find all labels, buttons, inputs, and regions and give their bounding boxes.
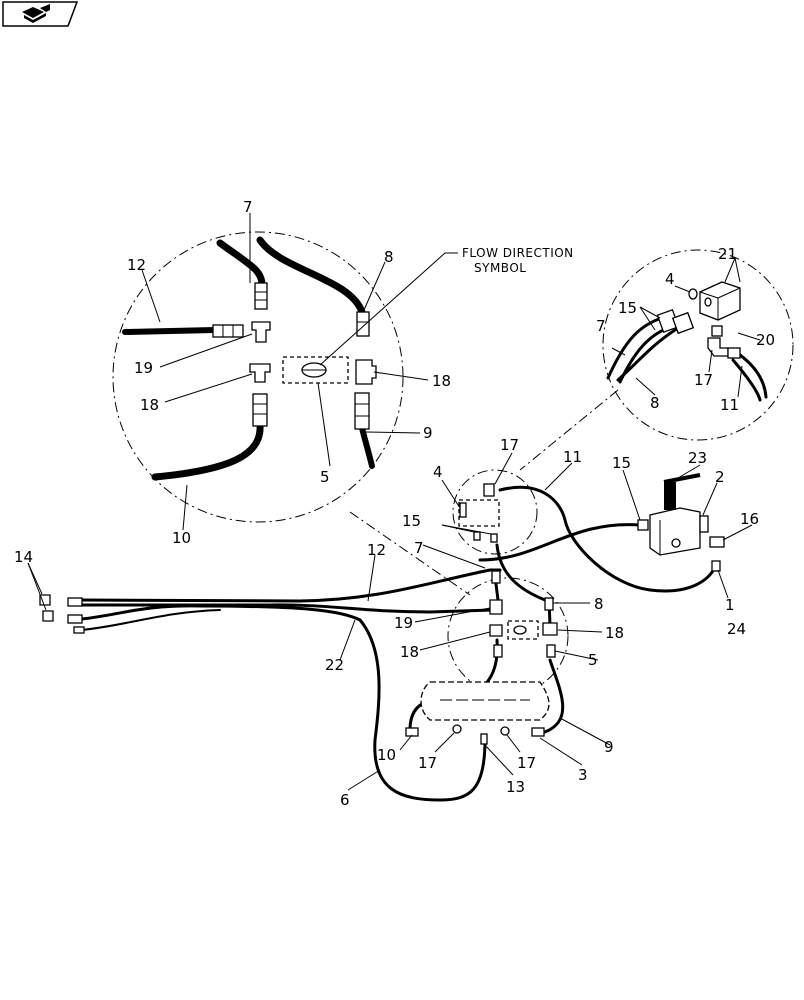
callout-8: 8 (384, 248, 394, 266)
callout-5: 5 (320, 468, 330, 486)
callout-12: 12 (127, 256, 146, 274)
callout-22: 22 (325, 656, 344, 674)
callout-5: 5 (588, 651, 598, 669)
callout-14: 14 (14, 548, 33, 566)
callout-19: 19 (134, 359, 153, 377)
detail-view-left (112, 213, 458, 531)
callout-8: 8 (594, 595, 604, 613)
callout-10: 10 (377, 746, 396, 764)
note-line-1: FLOW DIRECTION (462, 246, 574, 260)
callout-3: 3 (578, 766, 588, 784)
callout-20: 20 (756, 331, 775, 349)
callout-15: 15 (612, 454, 631, 472)
callout-17: 17 (500, 436, 519, 454)
callout-18: 18 (140, 396, 159, 414)
callout-4: 4 (433, 463, 443, 481)
callout-11: 11 (563, 448, 582, 466)
callout-15: 15 (402, 512, 421, 530)
callout-18: 18 (605, 624, 624, 642)
callout-7: 7 (243, 198, 253, 216)
callout-18: 18 (400, 643, 419, 661)
callout-7: 7 (414, 539, 424, 557)
callout-labels: 7 12 8 19 18 18 9 5 10 21 4 15 7 20 17 8… (14, 198, 775, 809)
main-assembly (27, 452, 753, 802)
callout-7: 7 (596, 317, 606, 335)
callout-24: 24 (727, 620, 746, 638)
nav-icon-button[interactable] (0, 0, 80, 30)
book-page-icon (22, 4, 50, 23)
callout-9: 9 (604, 738, 614, 756)
note-line-2: SYMBOL (474, 261, 526, 275)
callout-13: 13 (506, 778, 525, 796)
callout-12: 12 (367, 541, 386, 559)
callout-17: 17 (418, 754, 437, 772)
callout-6: 6 (340, 791, 350, 809)
callout-10: 10 (172, 529, 191, 547)
callout-9: 9 (423, 424, 433, 442)
detail-view-right (519, 249, 794, 471)
callout-19: 19 (394, 614, 413, 632)
flow-direction-note: FLOW DIRECTION SYMBOL (462, 246, 574, 275)
callout-21: 21 (718, 245, 737, 263)
callout-23: 23 (688, 449, 707, 467)
callout-15: 15 (618, 299, 637, 317)
callout-18: 18 (432, 372, 451, 390)
callout-11: 11 (720, 396, 739, 414)
callout-16: 16 (740, 510, 759, 528)
callout-2: 2 (715, 468, 725, 486)
callout-1: 1 (725, 596, 735, 614)
callout-17: 17 (517, 754, 536, 772)
callout-17: 17 (694, 371, 713, 389)
callout-4: 4 (665, 270, 675, 288)
callout-8: 8 (650, 394, 660, 412)
